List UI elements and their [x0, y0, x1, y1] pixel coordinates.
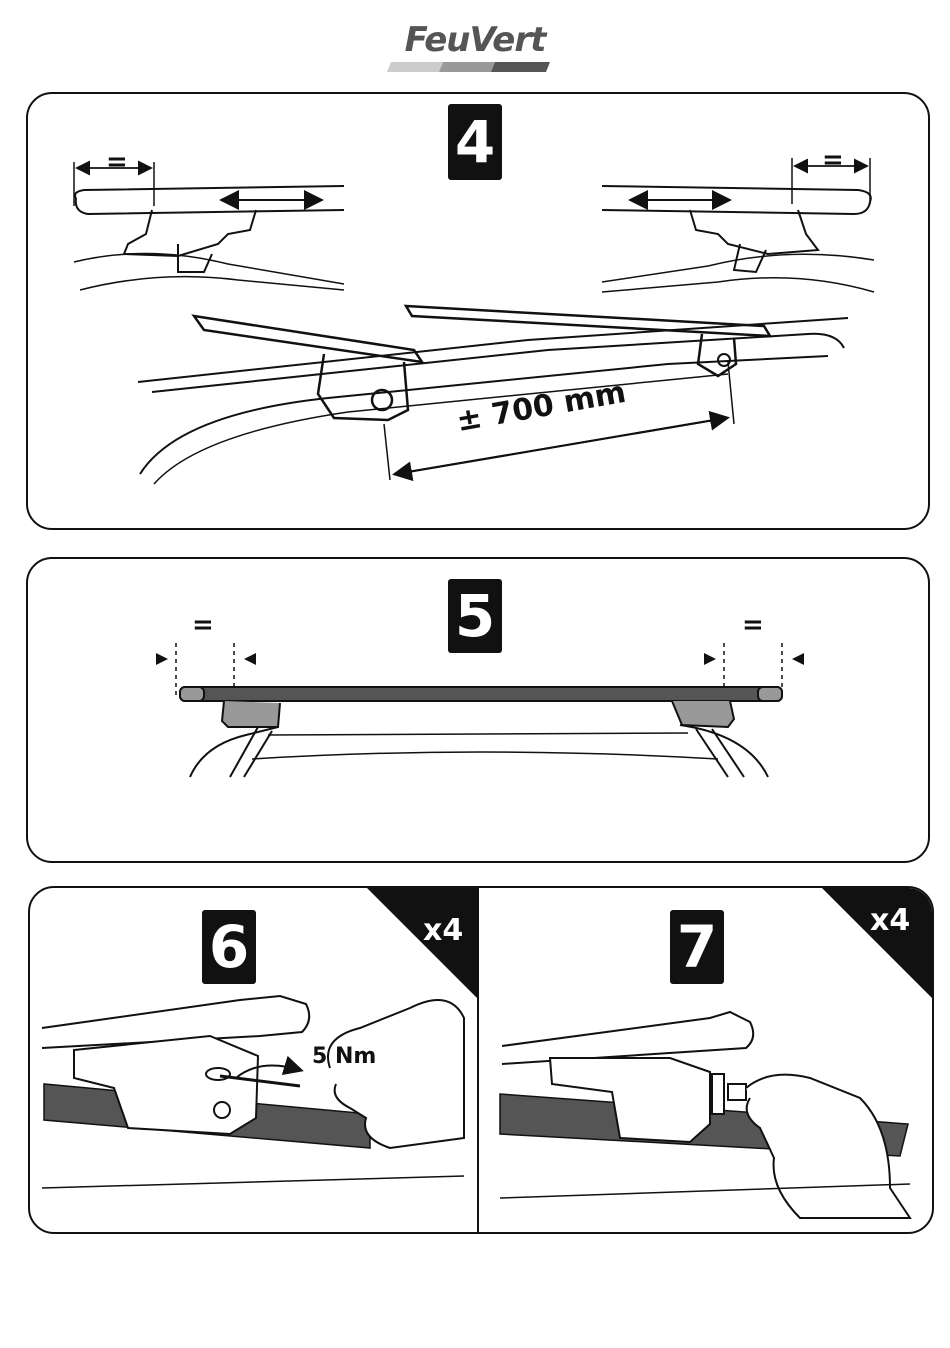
equal-mark-right: = [742, 615, 764, 635]
equal-mark-right: = [822, 150, 844, 170]
step-6-7-panel: x4 x4 6 7 5 Nm [28, 886, 934, 1234]
equal-mark-left: = [106, 152, 128, 172]
step-6-7-illustration [30, 888, 932, 1232]
step-4-illustration [28, 94, 928, 528]
brand-logo: FeuVert [385, 20, 565, 76]
equal-mark-left: = [192, 615, 214, 635]
brand-name: FeuVert [385, 20, 565, 60]
logo-stripes [385, 60, 550, 74]
torque-label: 5 Nm [312, 1044, 376, 1069]
step-5-panel: 5 = = [26, 557, 930, 863]
step-4-panel: 4 [26, 92, 930, 530]
step-5-illustration [28, 559, 928, 861]
